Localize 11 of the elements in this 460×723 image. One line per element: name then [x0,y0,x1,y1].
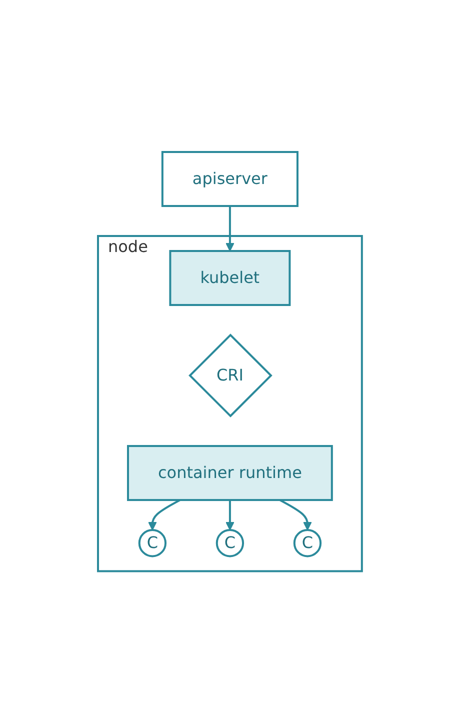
node-diamond: CRI [188,334,272,418]
arrow [148,499,181,530]
arrow [279,499,312,530]
arrow [226,500,234,530]
arrow [226,206,234,252]
node-box: kubelet [169,250,291,306]
node-circle: C [138,528,167,558]
node-box: apiserver [161,150,299,207]
node-circle: C [293,528,322,558]
node-circle: C [216,528,244,558]
node-box: container runtime [127,444,333,501]
